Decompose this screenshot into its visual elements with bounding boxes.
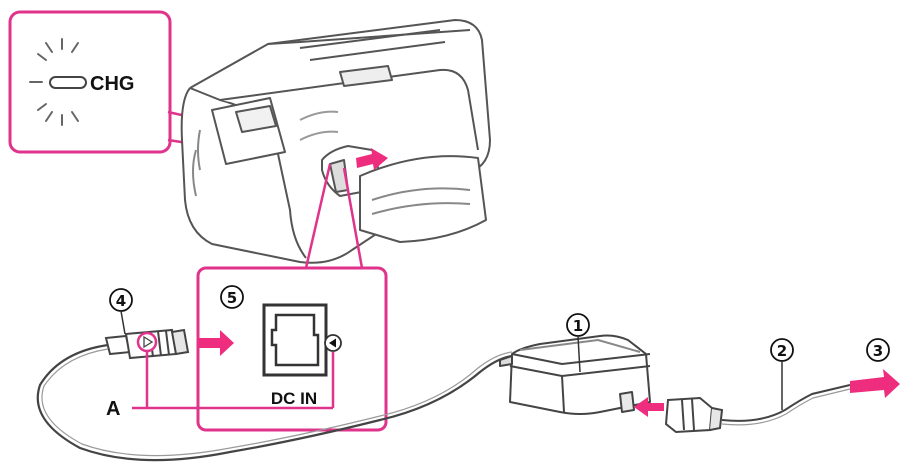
dc-in-pointer-lines	[304, 163, 364, 269]
to-wall-outlet-arrow-icon	[850, 369, 900, 398]
svg-text:2: 2	[777, 342, 787, 360]
callout-1: 1	[566, 313, 590, 337]
dc-in-jack-icon	[262, 303, 328, 377]
open-cover-arrow-icon	[356, 148, 388, 170]
dc-in-label: DC IN	[271, 389, 317, 408]
chg-lamp-icon	[29, 38, 87, 126]
callout-3: 3	[866, 338, 890, 362]
dc-in-callout: 5 DC IN	[196, 266, 388, 432]
chg-label: CHG	[90, 73, 134, 95]
insert-arrow-icon	[198, 330, 234, 356]
ac-adapter-icon	[499, 334, 651, 415]
svg-text:5: 5	[227, 289, 237, 307]
plug-triangle-mark-icon	[136, 331, 158, 353]
svg-text:1: 1	[573, 317, 583, 335]
svg-text:4: 4	[116, 292, 126, 310]
a-label: A	[106, 398, 120, 420]
chg-lamp-callout: CHG	[8, 10, 172, 154]
dc-cable	[36, 343, 513, 462]
power-plug-icon	[664, 396, 724, 434]
callout-2: 2	[770, 338, 794, 362]
a-marker-lines	[132, 351, 335, 410]
callout-4: 4	[109, 288, 133, 312]
adapter-insert-arrow-icon	[634, 397, 664, 417]
svg-text:3: 3	[873, 342, 883, 360]
camcorder-icon	[180, 19, 491, 264]
power-cord	[721, 384, 851, 426]
callout-5: 5	[220, 285, 244, 309]
triangle-mark-icon	[324, 334, 342, 352]
